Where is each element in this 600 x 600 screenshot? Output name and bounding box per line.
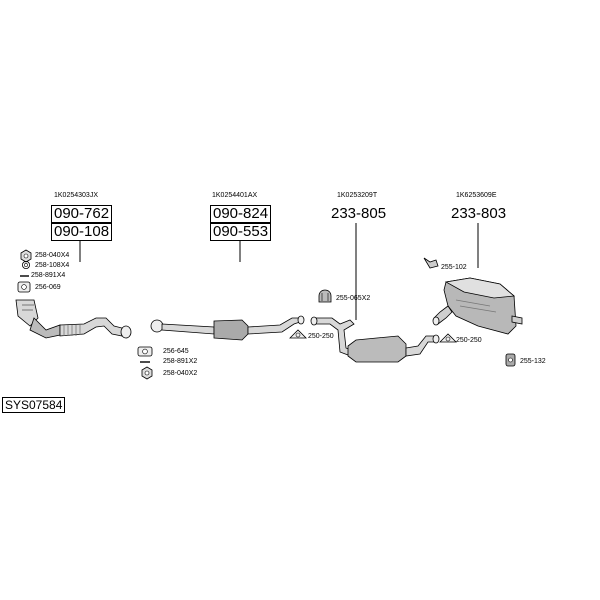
nut-icon [20, 249, 32, 263]
oem-number: 1K6253609E [456, 192, 497, 199]
rear-silencer-icon [432, 277, 523, 335]
part-code[interactable]: 233-803 [451, 205, 507, 222]
part-label: 255-102 [441, 264, 467, 271]
clamp-icon [289, 329, 307, 339]
part-label: 258-040X4 [35, 252, 70, 259]
part-label: 258-040X2 [163, 370, 198, 377]
gasket-icon [17, 281, 31, 293]
part-label: 255-065X2 [336, 295, 371, 302]
part-label: 256-069 [35, 284, 61, 291]
part-label: 256-645 [163, 348, 189, 355]
part-label: 250-250 [308, 333, 334, 340]
part-label: 258-891X4 [31, 272, 66, 279]
part-code[interactable]: 233-805 [331, 205, 387, 222]
part-code-box[interactable]: 090-553 [210, 223, 272, 241]
intermediate-pipe-icon [150, 315, 305, 341]
flange-gasket-icon [137, 346, 153, 357]
oem-number: 1K0254303JX [54, 192, 98, 199]
part-code-box[interactable]: 090-824 [210, 205, 272, 223]
clamp-icon-rear [439, 333, 457, 343]
center-silencer-icon [310, 316, 440, 363]
washer-icon [21, 260, 30, 269]
oem-number: 1K0253209T [337, 192, 378, 199]
part-label: 258-108X4 [35, 262, 70, 269]
oem-number: 1K0254401AX [212, 192, 258, 199]
part-label: 258-891X2 [163, 358, 198, 365]
part-label: 255-132 [520, 358, 546, 365]
nut-icon-lower [141, 366, 153, 380]
bracket-icon [423, 257, 439, 269]
rubber-mount-icon [505, 353, 516, 367]
hanger-icon [318, 289, 332, 303]
part-label: 250-250 [456, 337, 482, 344]
part-code-box[interactable]: 090-108 [51, 223, 113, 241]
part-code-box[interactable]: 090-762 [51, 205, 113, 223]
system-id-label: SYS07584 [2, 397, 66, 413]
front-pipe-icon [15, 299, 132, 339]
